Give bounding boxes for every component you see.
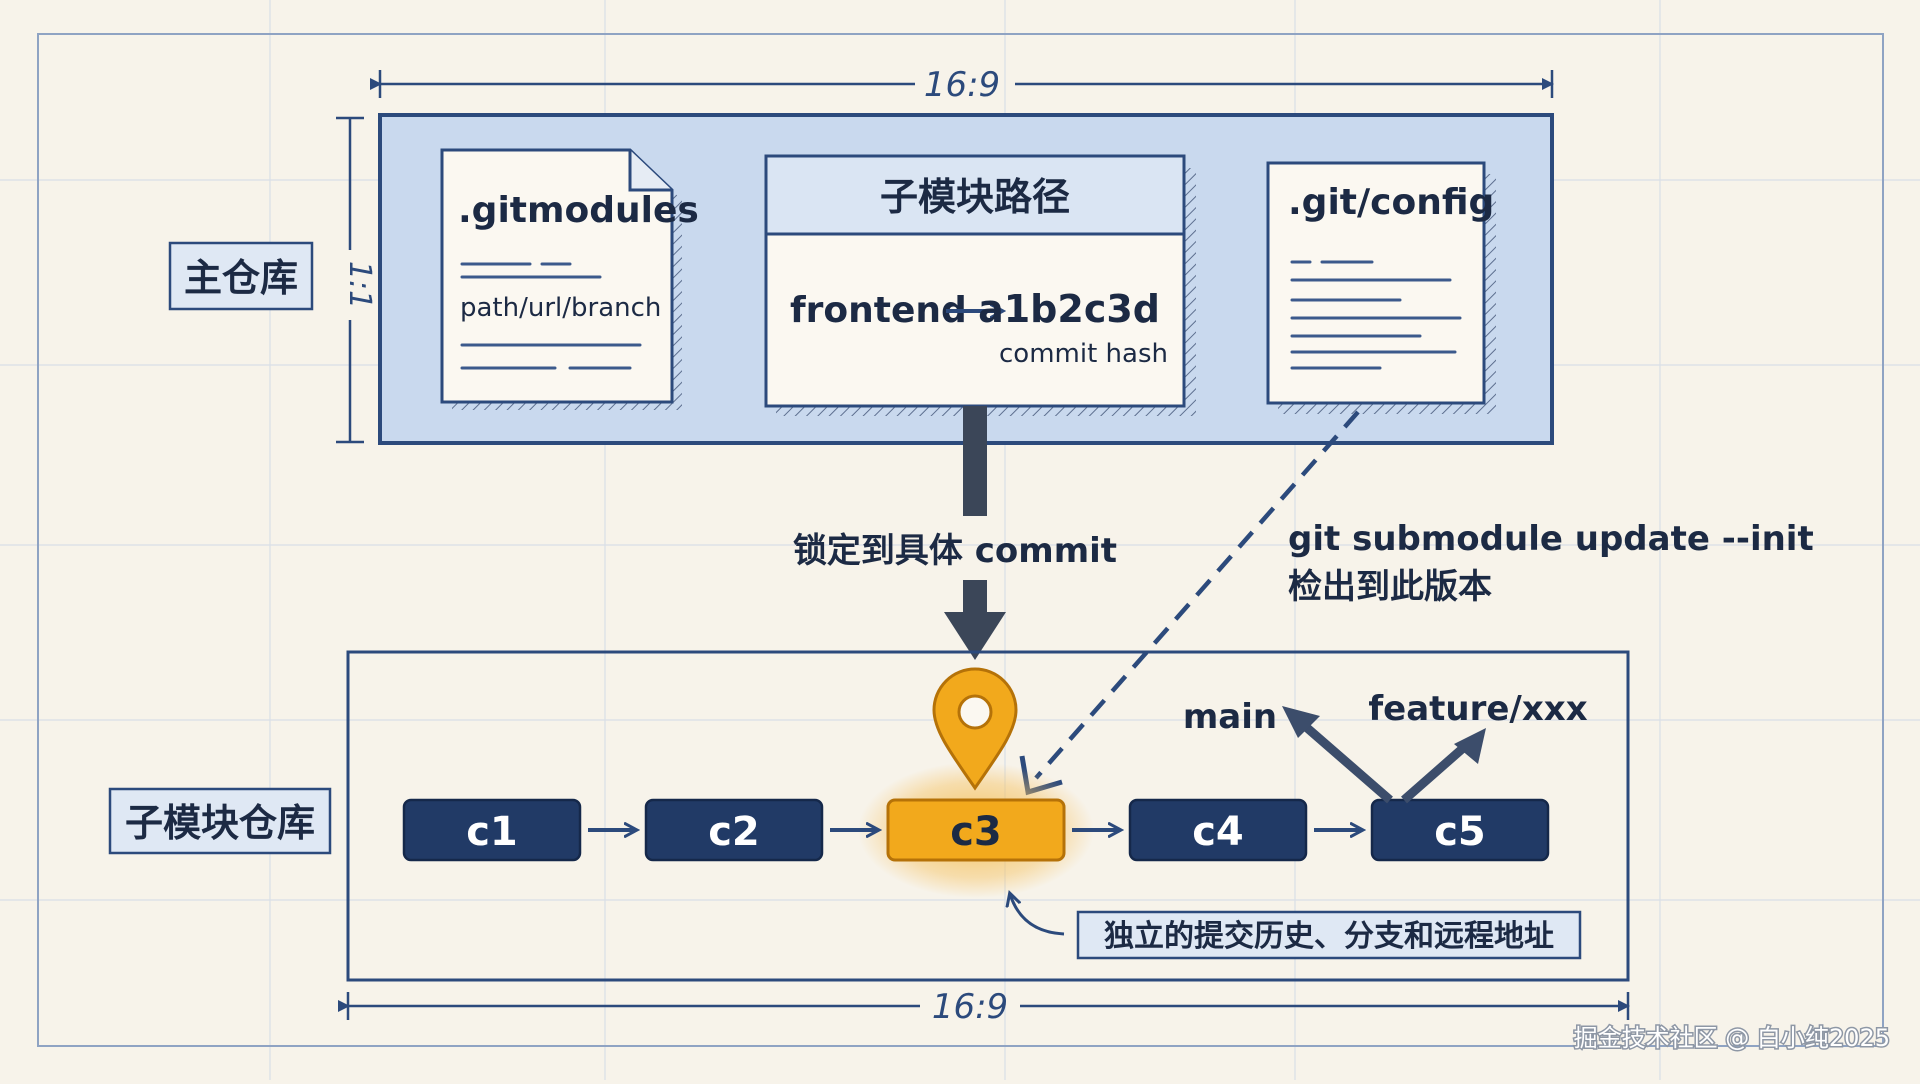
git-config-document: .git/config — [1266, 161, 1496, 414]
commit-c1: c1 — [402, 798, 582, 862]
update-connector: git submodule update --init 检出到此版本 — [1019, 410, 1814, 796]
main-repo-label-text: 主仓库 — [184, 256, 298, 300]
lock-connector: 锁定到具体 commit — [793, 406, 1117, 660]
update-description-label: 检出到此版本 — [1288, 567, 1492, 607]
top-dimension-label: 16:9 — [924, 65, 1000, 105]
main-repo-label: 主仓库 — [168, 241, 314, 311]
submodule-note-text: 独立的提交历史、分支和远程地址 — [1104, 919, 1554, 954]
gitmodules-title: .gitmodules — [458, 190, 699, 231]
commit-hash-caption: commit hash — [999, 339, 1168, 369]
commit-hash-value: a1b2c3d — [978, 287, 1160, 331]
commit-c1-label: c1 — [466, 809, 518, 855]
commit-c3-label: c3 — [950, 809, 1002, 855]
bottom-dimension-label: 16:9 — [932, 987, 1008, 1027]
submodule-path-box: 子模块路径 frontend a1b2c3d commit hash — [764, 154, 1196, 416]
branch-pointers: main feature/xxx — [1183, 689, 1588, 804]
submodule-repo-label-text: 子模块仓库 — [125, 801, 315, 845]
watermark: 掘金技术社区 @ 白小纯2025 — [1574, 1024, 1890, 1052]
submodule-path-title: 子模块路径 — [880, 175, 1070, 219]
branch-feature-label: feature/xxx — [1368, 689, 1587, 729]
commit-c3: c3 — [886, 798, 1066, 862]
update-command-label: git submodule update --init — [1288, 519, 1814, 559]
location-pin-icon — [932, 667, 1018, 791]
submodule-name: frontend — [790, 290, 967, 331]
commit-c4-label: c4 — [1192, 809, 1244, 855]
gitmodules-content: path/url/branch — [460, 293, 661, 323]
side-dimension-label: 1:1 — [342, 261, 377, 309]
submodule-note: 独立的提交历史、分支和远程地址 — [1010, 894, 1582, 960]
git-config-title: .git/config — [1288, 182, 1494, 223]
commit-c4: c4 — [1128, 798, 1308, 862]
branch-main-label: main — [1183, 697, 1277, 737]
commit-c2-label: c2 — [708, 809, 760, 855]
bottom-dimension: 16:9 — [338, 987, 1630, 1027]
submodule-repo-label: 子模块仓库 — [108, 787, 332, 855]
submodule-repo-panel — [346, 650, 1630, 982]
commit-chain: c1 c2 c3 c4 c5 — [402, 667, 1550, 898]
commit-c5: c5 — [1370, 798, 1550, 862]
outer-frame — [37, 33, 1884, 1047]
commit-c2: c2 — [644, 798, 824, 862]
top-dimension: 16:9 — [370, 65, 1554, 105]
side-dimension: 1:1 — [336, 116, 377, 444]
commit-c5-label: c5 — [1434, 809, 1486, 855]
lock-label: 锁定到具体 commit — [793, 531, 1117, 571]
gitmodules-document: .gitmodules path/url/branch — [440, 148, 699, 410]
